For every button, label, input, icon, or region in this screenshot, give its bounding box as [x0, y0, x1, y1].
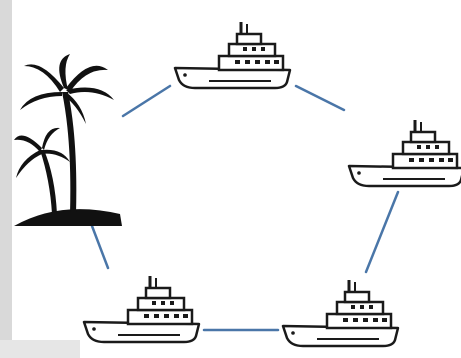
connector-ship-top-to-ship-right: [296, 86, 344, 110]
cruise-ship-icon: [175, 22, 290, 88]
connector-island-to-ship-top: [123, 86, 170, 116]
connector-ship-bottom-left-to-island: [92, 226, 108, 268]
palm-island-icon: [14, 54, 122, 226]
cruise-ship-icon: [283, 280, 398, 346]
connector-ship-right-to-ship-bottom-right: [366, 192, 398, 272]
cruise-ship-icon: [84, 276, 199, 342]
cruise-ship-icon: [349, 120, 461, 186]
